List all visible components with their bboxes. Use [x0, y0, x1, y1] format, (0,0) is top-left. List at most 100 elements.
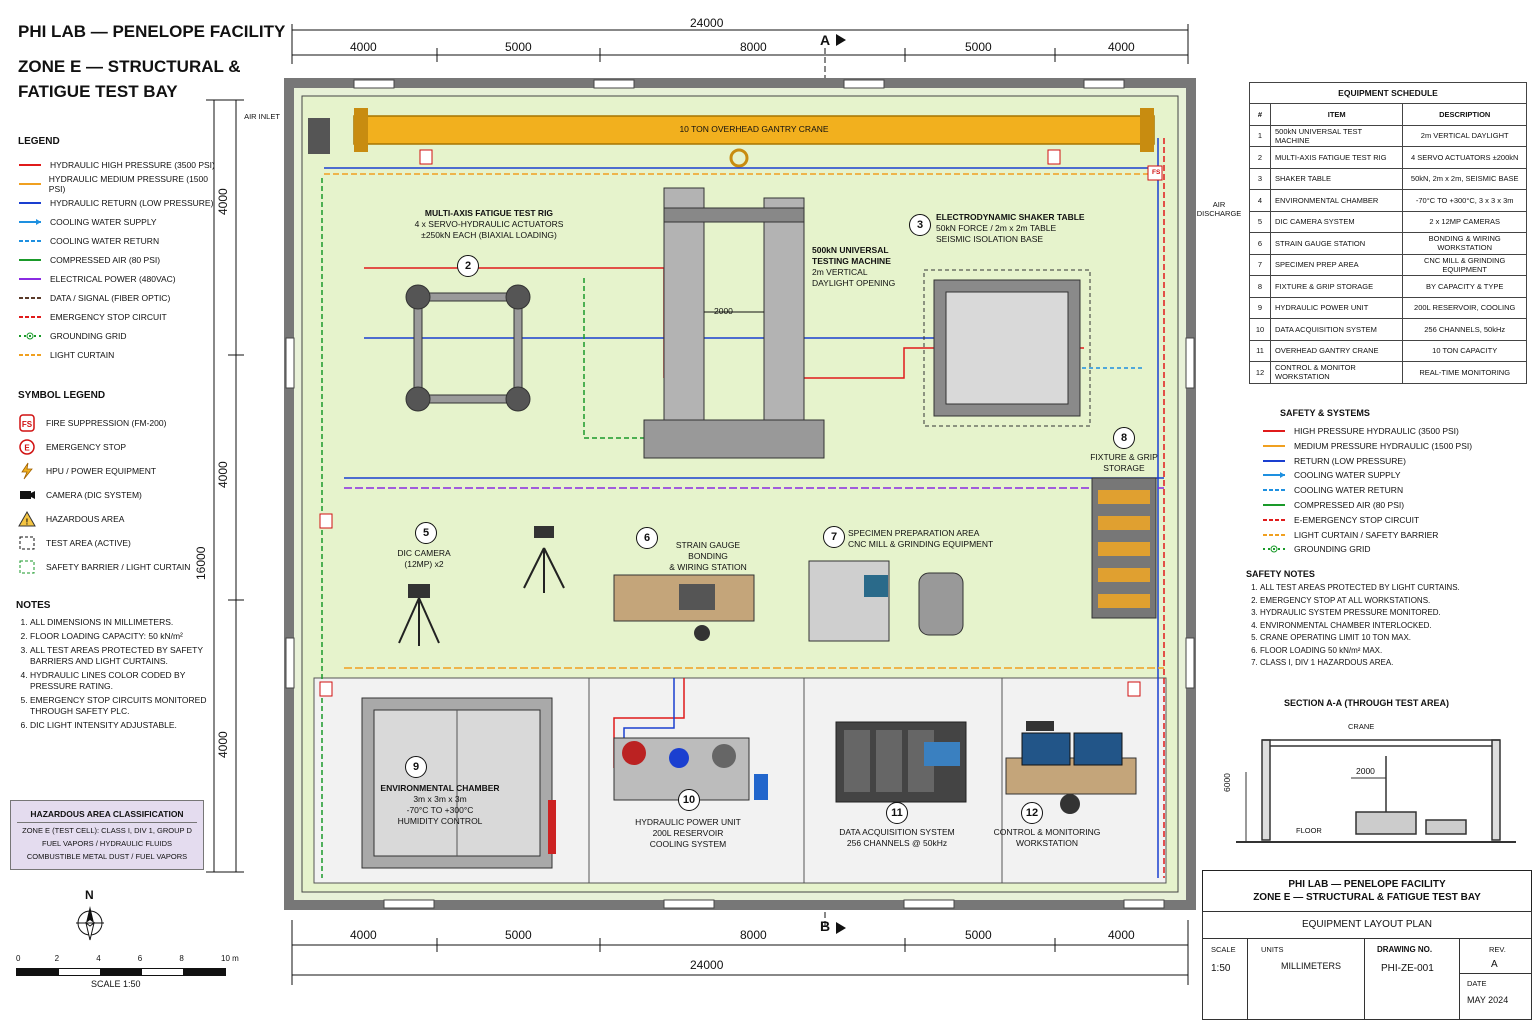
symbol-legend-item: HPU / POWER EQUIPMENT — [18, 460, 156, 482]
hazard-line-3: COMBUSTIBLE METAL DUST / FUEL VAPORS — [26, 852, 188, 861]
schedule-cell-num: 6 — [1249, 232, 1271, 255]
safety-item-label: MEDIUM PRESSURE HYDRAULIC (1500 PSI) — [1294, 440, 1473, 451]
symbol-legend-label: TEST AREA (ACTIVE) — [46, 538, 131, 548]
legend-item: HYDRAULIC MEDIUM PRESSURE (1500 PSI) — [18, 174, 218, 194]
legend-item: ELECTRICAL POWER (480VAC) — [18, 270, 176, 288]
dim-left-3: 4000 — [216, 731, 230, 758]
schedule-cell-item: CONTROL & MONITOR WORKSTATION — [1269, 361, 1404, 384]
safety-systems: SAFETY & SYSTEMS HIGH PRESSURE HYDRAULIC… — [1262, 408, 1522, 558]
schedule-cell-desc: 200L RESERVOIR, COOLING — [1402, 296, 1527, 319]
marker-3: 3 — [909, 214, 931, 236]
schedule-cell-item: FIXTURE & GRIP STORAGE — [1269, 275, 1404, 298]
legend-item-label: LIGHT CURTAIN — [50, 350, 115, 360]
dim-top-4: 5000 — [965, 40, 992, 54]
line-swatch-icon — [19, 240, 41, 242]
safety-item: MEDIUM PRESSURE HYDRAULIC (1500 PSI) — [1262, 439, 1472, 453]
schedule-cell-desc: 50kN, 2m x 2m, SEISMIC BASE — [1402, 167, 1527, 190]
drawing-no-value: PHI-ZE-001 — [1381, 963, 1434, 974]
section-crane-label: CRANE — [1348, 722, 1375, 731]
dim-top-5: 4000 — [1108, 40, 1135, 54]
dim-bottom-3: 8000 — [740, 928, 767, 942]
schedule-cell-item: DIC CAMERA SYSTEM — [1269, 210, 1404, 233]
scale-tick-label: 4 — [96, 954, 101, 963]
hazard-classification-box: HAZARDOUS AREA CLASSIFICATION ZONE E (TE… — [10, 800, 204, 870]
title-block-line1: PHI LAB — PENELOPE FACILITY — [1288, 879, 1446, 890]
schedule-cell-num: 9 — [1249, 296, 1271, 319]
schedule-cell-num: 7 — [1249, 253, 1271, 276]
schedule-cell-item: STRAIN GAUGE STATION — [1269, 232, 1404, 255]
note-item: HYDRAULIC LINES COLOR CODED BY PRESSURE … — [30, 670, 216, 692]
schedule-cell-desc: REAL-TIME MONITORING — [1402, 361, 1527, 384]
line-swatch-icon — [19, 354, 41, 356]
dim-top-2: 5000 — [505, 40, 532, 54]
schedule-cell-item: SPECIMEN PREP AREA — [1269, 253, 1404, 276]
schedule-cell-desc: 2 x 12MP CAMERAS — [1402, 210, 1527, 233]
hazard-line-2: FUEL VAPORS / HYDRAULIC FLUIDS — [41, 839, 173, 848]
symbol-legend-label: EMERGENCY STOP — [46, 442, 126, 452]
safety-item: COMPRESSED AIR (80 PSI) — [1262, 498, 1404, 512]
hazard-line-1: ZONE E (TEST CELL): CLASS I, DIV 1, GROU… — [22, 826, 192, 835]
dim-bottom-1: 4000 — [350, 928, 377, 942]
safety-barrier-icon — [19, 560, 35, 574]
safety-item-label: RETURN (LOW PRESSURE) — [1294, 455, 1406, 466]
legend-item: DATA / SIGNAL (FIBER OPTIC) — [18, 289, 170, 307]
schedule-header-item: ITEM — [1269, 103, 1404, 126]
svg-text:FS: FS — [22, 420, 33, 429]
dim-bottom-2: 5000 — [505, 928, 532, 942]
legend-item-label: HYDRAULIC MEDIUM PRESSURE (1500 PSI) — [48, 174, 208, 194]
scale-field-value: 1:50 — [1211, 963, 1231, 974]
line-swatch-icon — [1263, 533, 1285, 536]
safety-item: COOLING WATER RETURN — [1262, 483, 1403, 497]
legend-item-label: COMPRESSED AIR (80 PSI) — [50, 255, 161, 265]
legend-item: EMERGENCY STOP CIRCUIT — [18, 308, 167, 326]
schedule-cell-desc: CNC MILL & GRINDING EQUIPMENT — [1402, 253, 1527, 276]
north-label: N — [85, 888, 94, 902]
schedule-cell-num: 5 — [1249, 210, 1271, 233]
dim-left-1: 4000 — [216, 188, 230, 215]
note-item: EMERGENCY STOP CIRCUITS MONITORED THROUG… — [30, 695, 216, 717]
schedule-cell-desc: BONDING & WIRING WORKSTATION — [1402, 232, 1527, 255]
marker-9: 9 — [405, 756, 427, 778]
marker-6: 6 — [636, 527, 658, 549]
symbol-legend-label: HPU / POWER EQUIPMENT — [46, 466, 157, 476]
legend-item: COOLING WATER RETURN — [18, 232, 159, 250]
facility-title: PHI LAB — PENELOPE FACILITY — [18, 22, 286, 41]
section-height-label: 6000 — [1222, 773, 1232, 792]
line-swatch-icon — [19, 316, 41, 318]
marker-12: 12 — [1021, 802, 1043, 824]
dim-left-2: 4000 — [216, 461, 230, 488]
symbol-legend-item: !HAZARDOUS AREA — [18, 508, 124, 530]
line-swatch-icon — [1263, 459, 1285, 462]
zone-title: ZONE E — STRUCTURAL & — [18, 57, 241, 76]
safety-note-item: FLOOR LOADING 50 kN/m² MAX. — [1260, 645, 1516, 658]
label-shaker: ELECTRODYNAMIC SHAKER TABLE 50kN FORCE /… — [936, 212, 1085, 244]
safety-item: LIGHT CURTAIN / SAFETY BARRIER — [1262, 528, 1438, 542]
safety-item-label: LIGHT CURTAIN / SAFETY BARRIER — [1294, 529, 1439, 540]
units-field-label: UNITS — [1261, 945, 1284, 954]
dim-left-total: 16000 — [194, 546, 208, 580]
safety-notes-title: SAFETY NOTES — [1246, 569, 1315, 579]
scale-tick-label: 10 m — [221, 954, 239, 963]
section-floor-label: FLOOR — [1296, 826, 1322, 835]
scale-tick-label: 8 — [179, 954, 184, 963]
notes-title: NOTES — [16, 600, 51, 611]
legend-item: LIGHT CURTAIN — [18, 346, 114, 364]
note-item: ALL TEST AREAS PROTECTED BY SAFETY BARRI… — [30, 645, 216, 667]
marker-7: 7 — [823, 526, 845, 548]
line-swatch-icon — [1263, 504, 1285, 506]
utm-width-label: 2000 — [714, 306, 733, 316]
schedule-cell-desc: -70°C TO +300°C, 3 x 3 x 3m — [1402, 189, 1527, 212]
drawing-no-label: DRAWING NO. — [1377, 945, 1433, 954]
section-a-marker: A — [820, 32, 831, 48]
title-block-drawing-title: EQUIPMENT LAYOUT PLAN — [1301, 919, 1433, 930]
label-workstation: CONTROL & MONITORING WORKSTATION — [993, 827, 1101, 848]
line-swatch-icon — [19, 164, 41, 166]
dim-top-3: 8000 — [740, 40, 767, 54]
